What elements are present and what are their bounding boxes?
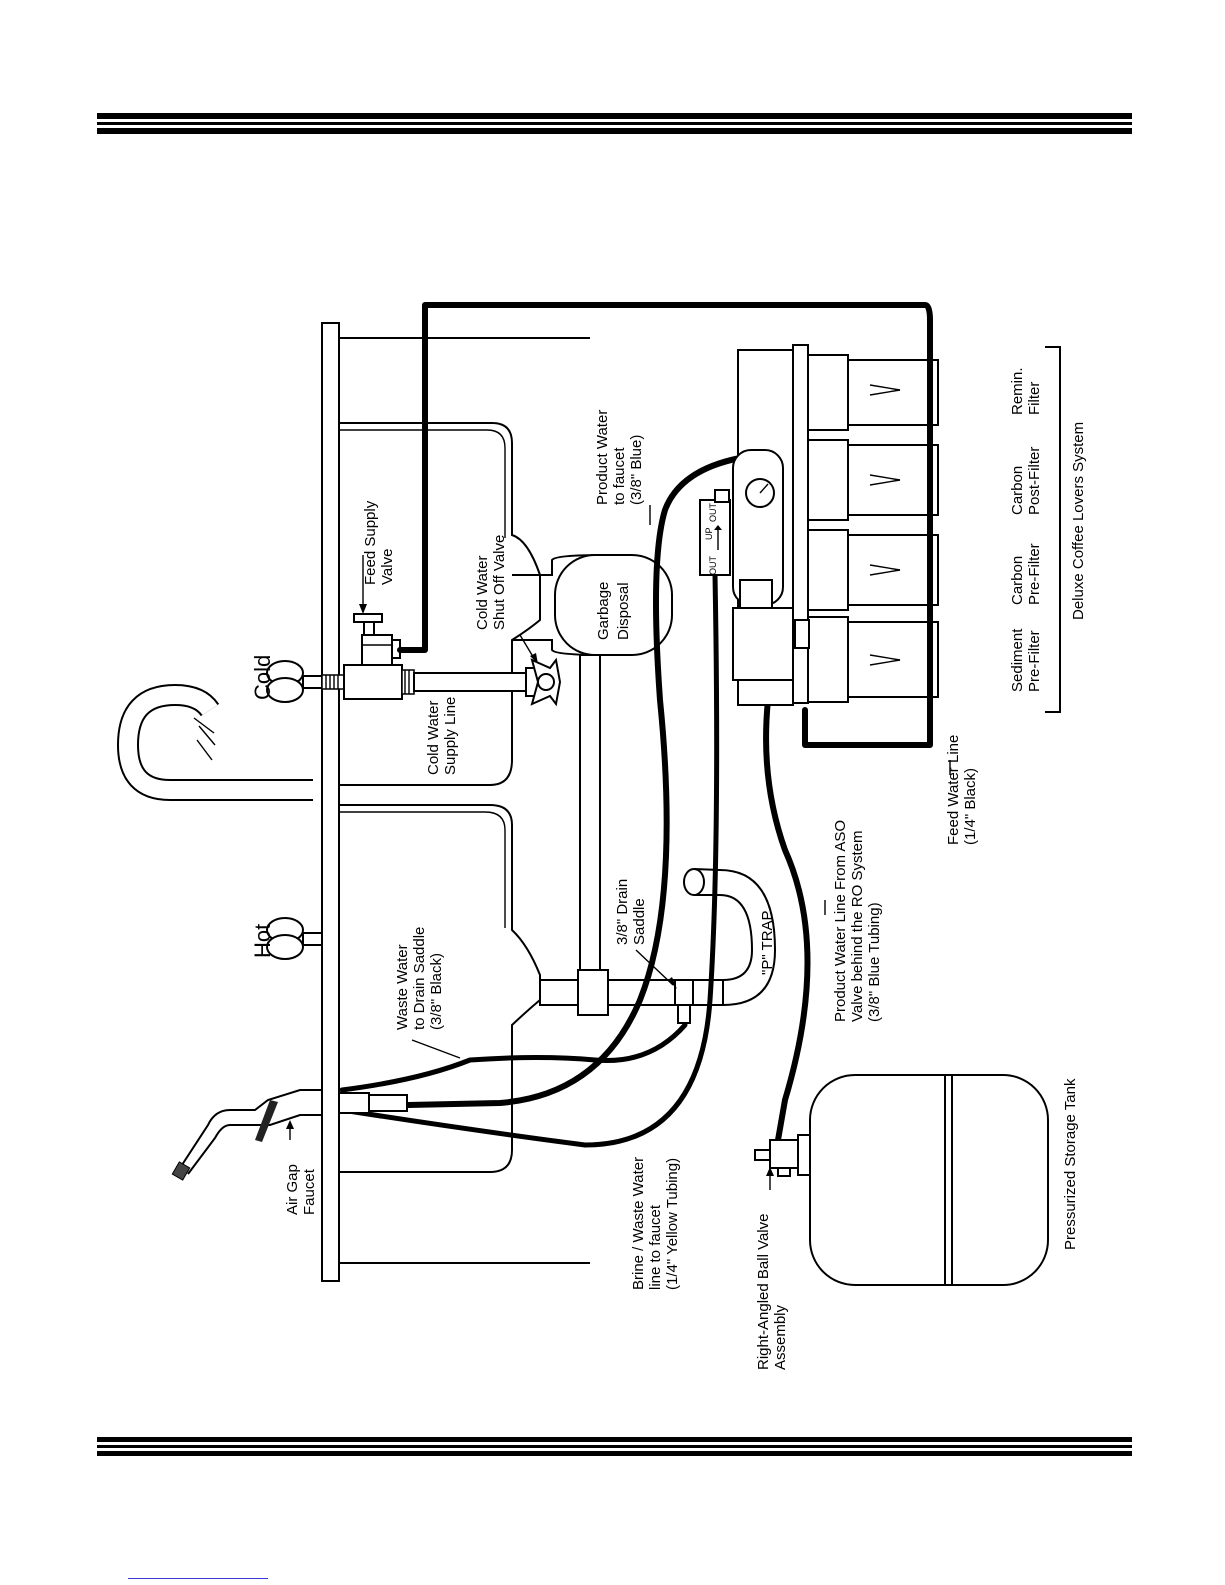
- air-gap-faucet: [171, 1089, 408, 1181]
- system-bracket: [1045, 346, 1061, 713]
- carbon-post-filter-label: Carbon Post-Filter: [1009, 447, 1043, 515]
- kitchen-faucet: [116, 683, 313, 801]
- footer-rule: [97, 1437, 1132, 1456]
- feed-supply-valve: [353, 613, 401, 666]
- storage-tank-label: Pressurized Storage Tank: [1062, 1078, 1079, 1250]
- ball-valve-label: Right-Angled Ball Valve Assembly: [755, 1209, 789, 1370]
- hot-label: Hot: [250, 924, 275, 958]
- brine-waste-line-label: Brine / Waste Water line to faucet (1/4"…: [630, 1153, 681, 1290]
- garbage-disposal-label: Garbage Disposal: [595, 577, 632, 640]
- filter-housing-remin: [807, 354, 939, 431]
- feed-water-line-label: Feed Water Line (1/4" Black): [945, 730, 979, 845]
- carbon-pre-filter-label: Carbon Pre-Filter: [1009, 543, 1043, 605]
- sediment-pre-filter-label: Sediment Pre-Filter: [1009, 624, 1043, 692]
- drain-saddle: [674, 979, 694, 1024]
- footer-link-underline: [128, 1578, 268, 1579]
- tubing: [339, 302, 933, 1148]
- leader-lines: [286, 505, 951, 1190]
- valve-out-label: OUT: [708, 556, 718, 576]
- p-trap-label: "P" TRAP: [759, 910, 776, 975]
- system-name-label: Deluxe Coffee Lovers System: [1070, 422, 1087, 620]
- storage-tank: [797, 1074, 1049, 1286]
- drain-pipes: "P" TRAP: [539, 654, 777, 1016]
- garbage-disposal: Garbage Disposal: [512, 553, 674, 657]
- drain-saddle-label: 3/8" Drain Saddle: [614, 875, 648, 945]
- waste-water-drain-label: Waste Water to Drain Saddle (3/8" Black): [394, 922, 445, 1030]
- product-water-faucet-label: Product Water to faucet (3/8" Blue): [594, 406, 645, 505]
- air-gap-faucet-label: Air Gap Faucet: [284, 1160, 318, 1215]
- remin-filter-label: Remin. Filter: [1009, 363, 1043, 415]
- hot-handle: [266, 917, 323, 960]
- cold-water-supply-label: Cold Water Supply Line: [425, 696, 459, 775]
- shutoff-valve-label: Cold Water Shut Off Valve: [474, 535, 508, 630]
- valve-up-label: UP: [704, 527, 714, 540]
- cold-water-supply-line: [321, 664, 539, 700]
- filter-housing-carbon-pre: [807, 529, 939, 611]
- valve-out2-label: OUT: [708, 503, 718, 523]
- filter-housing-carbon-post: [807, 439, 939, 521]
- ball-valve: [754, 1139, 799, 1177]
- cold-label: Cold: [250, 655, 275, 700]
- ro-filter-system: OUT UP OUT: [699, 344, 939, 706]
- cold-handle: [266, 660, 323, 703]
- filter-housing-sediment: [794, 616, 939, 703]
- header-rule: [97, 113, 1132, 134]
- feed-supply-valve-label: Feed Supply Valve: [362, 497, 396, 585]
- sink-basin-right: [339, 422, 541, 786]
- product-line-aso-label: Product Water Line From ASO Valve behind…: [832, 816, 883, 1022]
- countertop: [321, 322, 590, 1282]
- shutoff-valve: [530, 657, 562, 707]
